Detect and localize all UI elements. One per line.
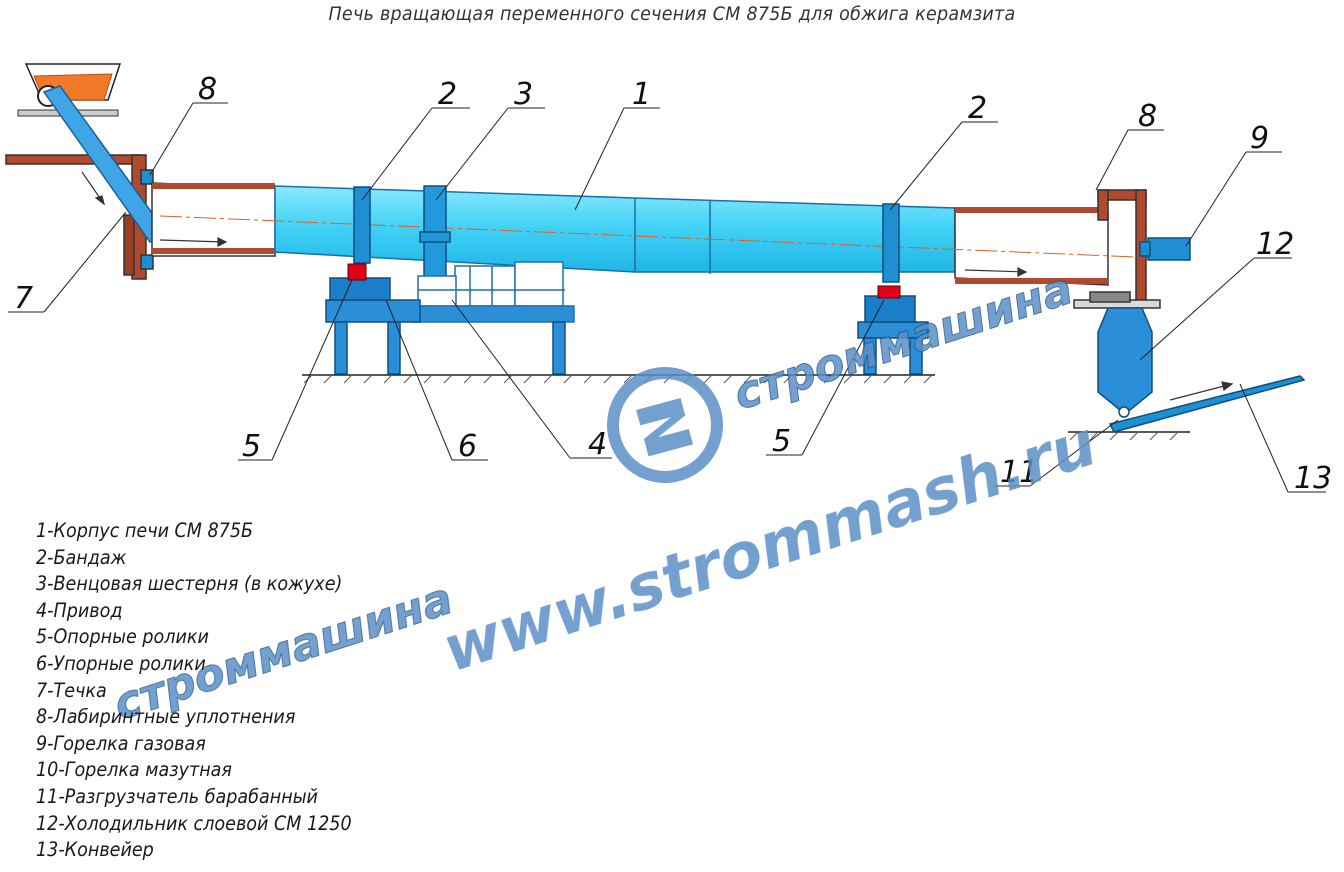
page-title: Печь вращающая переменного сечения СМ 87… — [328, 3, 1016, 25]
callout-label: 4 — [588, 427, 607, 462]
legend-item: 3-Венцовая шестерня (в кожухе) — [36, 572, 343, 596]
inlet-duct — [5, 154, 154, 280]
callout-label: 9 — [1250, 121, 1269, 156]
support-frame-left — [325, 277, 566, 375]
callout-label: 8 — [198, 72, 217, 107]
legend-item: 9-Горелка газовая — [36, 731, 206, 755]
legend-item: 1-Корпус печи СМ 875Б — [36, 519, 254, 542]
kiln-drive — [413, 261, 575, 323]
callout-label: 5 — [772, 424, 791, 459]
leader-lines — [8, 102, 1326, 493]
legend-item: 12-Холодильник слоевой СМ 1250 — [36, 811, 352, 835]
roller-accent-left — [347, 263, 367, 281]
callout-label: 1 — [632, 77, 651, 112]
watermark-logo-icon — [607, 367, 723, 483]
legend-item: 2-Бандаж — [36, 545, 127, 569]
callout-numbers: 8 2 3 1 2 8 9 12 7 5 6 4 5 11 13 — [14, 72, 1332, 496]
callout-label: 5 — [242, 429, 261, 464]
legend-item: 5-Опорные ролики — [36, 625, 209, 649]
legend-item: 10-Горелка мазутная — [36, 758, 233, 782]
kiln-body — [151, 182, 1161, 286]
legend-item: 7-Течка — [36, 678, 107, 702]
callout-label: 12 — [1256, 227, 1294, 262]
callout-label: 2 — [968, 91, 987, 126]
legend-item: 4-Привод — [36, 598, 123, 622]
legend-item: 8-Лабиринтные уплотнения — [36, 705, 296, 729]
callout-label: 7 — [14, 281, 33, 316]
gas-burner — [1139, 237, 1191, 261]
roller-accent-right — [877, 285, 901, 299]
legend-item: 11-Разгрузчатель барабанный — [36, 784, 318, 808]
watermark-brand-right: строммашина — [728, 263, 1079, 420]
watermark-url: www.strommash.ru — [434, 406, 1105, 686]
callout-label: 2 — [438, 77, 457, 112]
legend: 1-Корпус печи СМ 875Б 2-Бандаж 3-Венцова… — [36, 518, 387, 864]
flow-arrows — [81, 171, 1234, 401]
callout-label: 6 — [458, 429, 477, 464]
legend-item: 13-Конвейер — [36, 838, 154, 862]
callout-label: 11 — [1000, 455, 1038, 490]
cooler — [1097, 307, 1153, 418]
conveyor — [1108, 375, 1306, 433]
callout-label: 13 — [1294, 461, 1332, 496]
kiln-tyres — [353, 186, 900, 283]
support-frame-right — [857, 295, 929, 375]
callout-label: 3 — [514, 77, 533, 112]
legend-item: 6-Упорные ролики — [36, 651, 206, 675]
ground-lines — [302, 374, 1190, 433]
callout-label: 8 — [1138, 99, 1157, 134]
